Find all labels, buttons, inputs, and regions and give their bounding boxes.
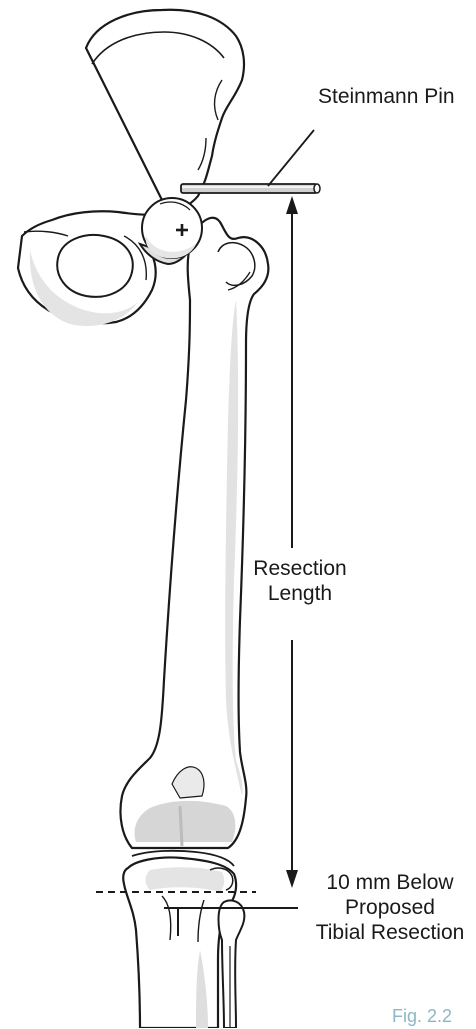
steinmann-pin-label: Steinmann Pin bbox=[318, 84, 455, 109]
steinmann-pin bbox=[181, 184, 320, 193]
resection-label-line2: Length bbox=[238, 581, 362, 606]
below-label-line3: Tibial Resection bbox=[300, 920, 476, 945]
femur bbox=[120, 218, 268, 848]
resection-label-line1: Resection bbox=[238, 556, 362, 581]
resection-length-arrow bbox=[286, 196, 298, 888]
below-label-line1: 10 mm Below bbox=[300, 870, 476, 895]
tibia bbox=[123, 857, 236, 1028]
resection-length-label: Resection Length bbox=[238, 556, 362, 606]
fibula bbox=[219, 900, 245, 1028]
pin-leader-line bbox=[268, 130, 314, 186]
below-label-line2: Proposed bbox=[300, 895, 476, 920]
tibial-resection-label: 10 mm Below Proposed Tibial Resection bbox=[300, 870, 476, 945]
figure-caption: Fig. 2.2 bbox=[392, 1004, 452, 1029]
